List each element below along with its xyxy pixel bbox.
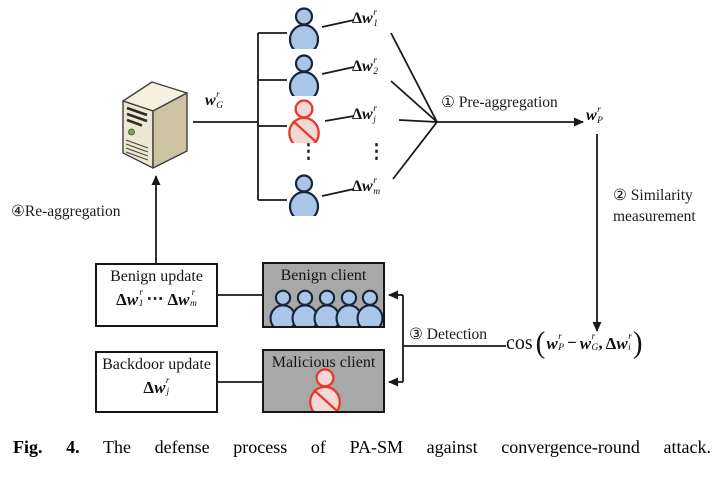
server-icon [122, 81, 188, 169]
math-base: w [205, 92, 216, 109]
backdoor-update-title: Backdoor update [102, 356, 211, 373]
malicious-client-icon [306, 366, 344, 413]
benign-client-icon-1 [285, 7, 323, 49]
caption-label: Fig. 4. [13, 437, 80, 457]
benign-client-box: Benign client [262, 262, 385, 328]
malicious-client-icon-top [285, 99, 323, 143]
benign-client-icon-m [285, 174, 323, 216]
benign-group-icon-5 [354, 284, 385, 328]
malicious-client-box: Malicious client [262, 349, 385, 413]
step3-detection-label: ③ Detection [409, 326, 488, 343]
open-paren: ( [535, 326, 546, 360]
caption-text: The defense process of PA-SM against con… [103, 437, 711, 457]
step4-re-aggregation-label: ④Re-aggregation [11, 203, 121, 220]
close-paren: ) [632, 326, 643, 360]
malicious-client-title: Malicious client [271, 354, 376, 371]
step1-pre-aggregation-label: ① Pre-aggregation [441, 94, 558, 111]
benign-client-icon-2 [285, 54, 323, 96]
clients-ellipsis: ⋮ [300, 140, 317, 163]
step2-similarity-label: ② Similarity measurement [613, 187, 696, 225]
benign-client-title: Benign client [280, 267, 367, 284]
benign-update-title: Benign update [110, 268, 203, 285]
figure-caption: Fig. 4. The defense process of PA-SM aga… [13, 437, 711, 458]
updates-ellipsis: ⋮ [368, 140, 385, 163]
